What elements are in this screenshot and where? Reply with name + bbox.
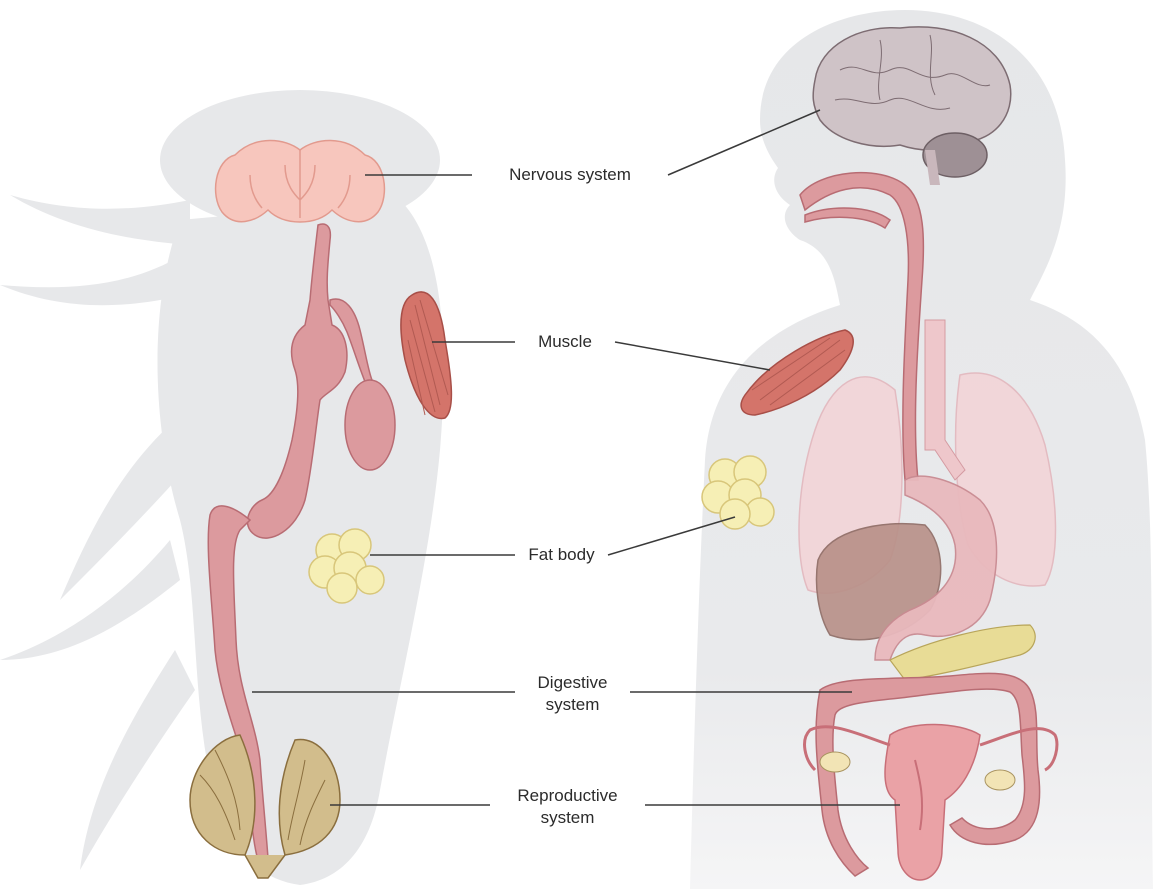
leader-muscle-right (615, 342, 770, 370)
label-reproductive-system: Reproductive system (490, 785, 645, 829)
label-fat-body: Fat body (515, 544, 608, 566)
fly-brain (216, 140, 385, 222)
label-muscle: Muscle (515, 331, 615, 353)
label-nervous-system: Nervous system (472, 164, 668, 186)
label-digestive-system: Digestive system (515, 672, 630, 716)
